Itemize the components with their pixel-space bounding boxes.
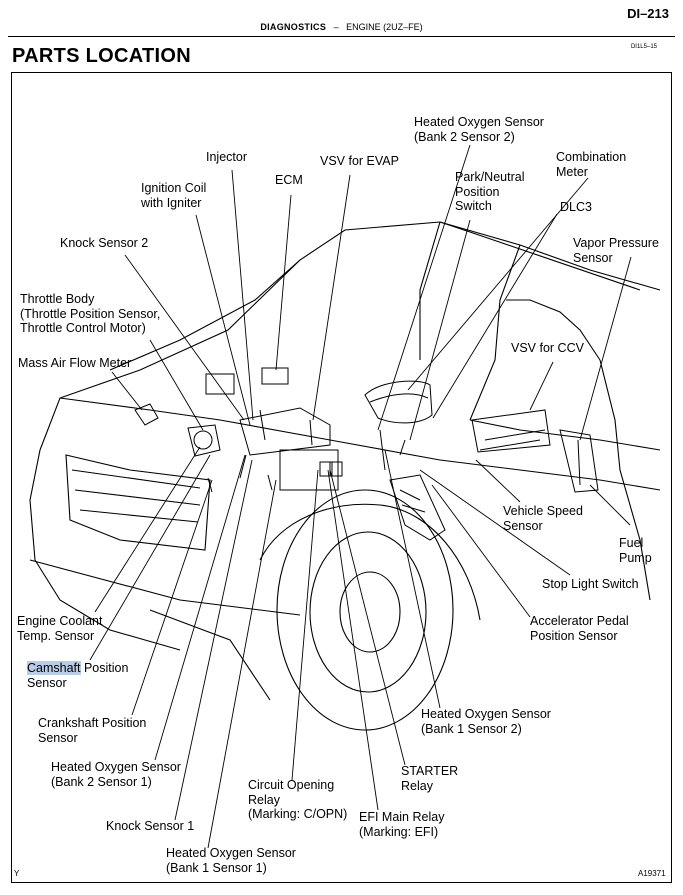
label-combination-meter: Combination Meter bbox=[556, 150, 627, 179]
camshaft-highlight: Camshaft bbox=[27, 661, 81, 675]
header-rule bbox=[8, 36, 675, 37]
label-park-neutral-position-switch: Park/Neutral Position Switch bbox=[455, 170, 525, 213]
label-knock-sensor-1: Knock Sensor 1 bbox=[106, 819, 195, 833]
label-crankshaft-position-sensor: Crankshaft Position Sensor bbox=[38, 716, 147, 745]
label-vapor-pressure-sensor: Vapor Pressure Sensor bbox=[573, 236, 659, 265]
label-mass-air-flow-meter: Mass Air Flow Meter bbox=[18, 356, 132, 370]
label-fuel-pump: Fuel Pump bbox=[619, 536, 652, 565]
label-vsv-for-ccv: VSV for CCV bbox=[511, 341, 584, 355]
section-dash: – bbox=[333, 22, 339, 32]
section-header: DIAGNOSTICS – ENGINE (2UZ–FE) bbox=[0, 22, 683, 32]
figure-code: A19371 bbox=[638, 869, 666, 878]
label-camshaft-position-sensor: Camshaft Position Sensor bbox=[27, 661, 129, 690]
page-title: PARTS LOCATION bbox=[12, 45, 192, 67]
label-vsv-for-evap: VSV for EVAP bbox=[320, 154, 399, 168]
label-throttle-body: Throttle Body (Throttle Position Sensor,… bbox=[20, 292, 161, 335]
label-vehicle-speed-sensor: Vehicle Speed Sensor bbox=[503, 504, 583, 533]
page-number: DI–213 bbox=[627, 6, 669, 21]
label-stop-light-switch: Stop Light Switch bbox=[542, 577, 639, 591]
label-heated-oxygen-sensor-bank2-sensor1: Heated Oxygen Sensor (Bank 2 Sensor 1) bbox=[51, 760, 181, 789]
section-left: DIAGNOSTICS bbox=[260, 22, 327, 32]
label-heated-oxygen-sensor-bank2-sensor2: Heated Oxygen Sensor (Bank 2 Sensor 2) bbox=[414, 115, 544, 144]
label-dlc3: DLC3 bbox=[560, 200, 592, 214]
label-heated-oxygen-sensor-bank1-sensor2: Heated Oxygen Sensor (Bank 1 Sensor 2) bbox=[421, 707, 551, 736]
label-efi-main-relay: EFI Main Relay (Marking: EFI) bbox=[359, 810, 445, 839]
section-right: ENGINE (2UZ–FE) bbox=[346, 22, 423, 32]
label-ecm: ECM bbox=[275, 173, 303, 187]
label-circuit-opening-relay: Circuit Opening Relay (Marking: C/OPN) bbox=[248, 778, 348, 821]
label-ignition-coil-with-igniter: Ignition Coil with Igniter bbox=[141, 181, 207, 210]
label-starter-relay: STARTER Relay bbox=[401, 764, 459, 793]
label-injector: Injector bbox=[206, 150, 247, 164]
label-knock-sensor-2: Knock Sensor 2 bbox=[60, 236, 149, 250]
label-engine-coolant-temp-sensor: Engine Coolant Temp. Sensor bbox=[17, 614, 103, 643]
figure-frame bbox=[11, 72, 672, 883]
label-accelerator-pedal-position-sensor: Accelerator Pedal Position Sensor bbox=[530, 614, 629, 643]
label-heated-oxygen-sensor-bank1-sensor1: Heated Oxygen Sensor (Bank 1 Sensor 1) bbox=[166, 846, 296, 875]
doc-code: DI1L5–15 bbox=[630, 44, 657, 50]
corner-mark-left: Y bbox=[14, 869, 20, 878]
